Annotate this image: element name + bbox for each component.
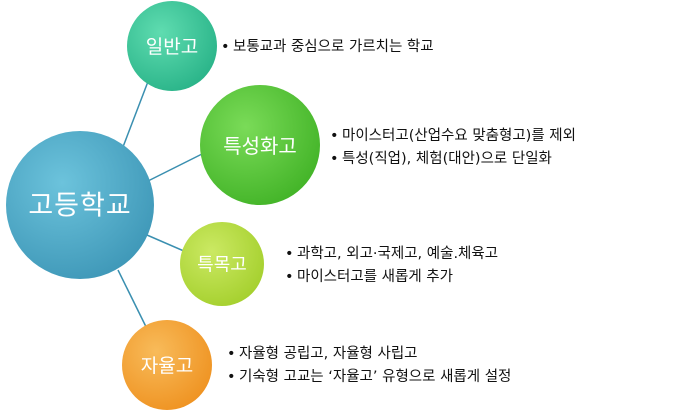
center-node-label: 고등학교 xyxy=(28,191,131,222)
center-node-circle xyxy=(6,131,154,279)
bullet-dot: • xyxy=(221,39,230,55)
branch-specialized-circle xyxy=(200,85,320,205)
branch-special-purpose-label: 특목고 xyxy=(197,255,247,276)
branch-specialized-label: 특성화고 xyxy=(223,134,297,158)
bullet-dot: • xyxy=(285,246,294,262)
bullet-text: 과학고, 외고·국제고, 예술.체육고 xyxy=(297,246,499,262)
branch-autonomous-node: 자율고 xyxy=(122,320,212,410)
list-item: • 기숙형 고교는 ‘자율고’ 유형으로 새롭게 설정 xyxy=(227,366,511,389)
bullet-text: 보통교과 중심으로 가르치는 학교 xyxy=(233,39,434,55)
list-item: • 자율형 공립고, 자율형 사립고 xyxy=(227,343,511,366)
bullet-dot: • xyxy=(330,151,339,167)
bullet-dot: • xyxy=(227,369,236,385)
branch-special-purpose-circle xyxy=(180,222,264,306)
bullet-text: 특성(직업), 체험(대안)으로 단일화 xyxy=(342,151,552,167)
list-item: • 마이스터고를 새롭게 추가 xyxy=(285,266,498,289)
connector-specialized xyxy=(139,148,213,186)
branch-autonomous-label: 자율고 xyxy=(141,355,193,377)
bullet-dot: • xyxy=(285,269,294,285)
list-item: • 특성(직업), 체험(대안)으로 단일화 xyxy=(330,148,576,171)
branch-autonomous-bullets: • 자율형 공립고, 자율형 사립고 • 기숙형 고교는 ‘자율고’ 유형으로 … xyxy=(227,343,511,389)
branch-general-node: 일반고 xyxy=(127,1,217,91)
branch-general-bullets: • 보통교과 중심으로 가르치는 학교 xyxy=(221,36,434,59)
branch-general-circle xyxy=(127,1,217,91)
branch-autonomous-circle xyxy=(122,320,212,410)
bullet-text: 마이스터고(산업수요 맞춤형고)를 제외 xyxy=(342,128,576,144)
bullet-text: 마이스터고를 새롭게 추가 xyxy=(297,269,453,285)
branch-special-purpose-node: 특목고 xyxy=(180,222,264,306)
bullet-dot: • xyxy=(227,346,236,362)
branch-specialized-node: 특성화고 xyxy=(200,85,320,205)
bullet-text: 기숙형 고교는 ‘자율고’ 유형으로 새롭게 설정 xyxy=(239,369,512,385)
bullet-text: 자율형 공립고, 자율형 사립고 xyxy=(239,346,418,362)
branch-general-label: 일반고 xyxy=(146,36,198,58)
branch-specialized-bullets: • 마이스터고(산업수요 맞춤형고)를 제외 • 특성(직업), 체험(대안)으… xyxy=(330,125,576,171)
list-item: • 과학고, 외고·국제고, 예술.체육고 xyxy=(285,243,498,266)
list-item: • 보통교과 중심으로 가르치는 학교 xyxy=(221,36,434,59)
list-item: • 마이스터고(산업수요 맞춤형고)를 제외 xyxy=(330,125,576,148)
branch-special-purpose-bullets: • 과학고, 외고·국제고, 예술.체육고 • 마이스터고를 새롭게 추가 xyxy=(285,243,498,289)
bullet-dot: • xyxy=(330,128,339,144)
center-node: 고등학교 xyxy=(6,131,154,279)
